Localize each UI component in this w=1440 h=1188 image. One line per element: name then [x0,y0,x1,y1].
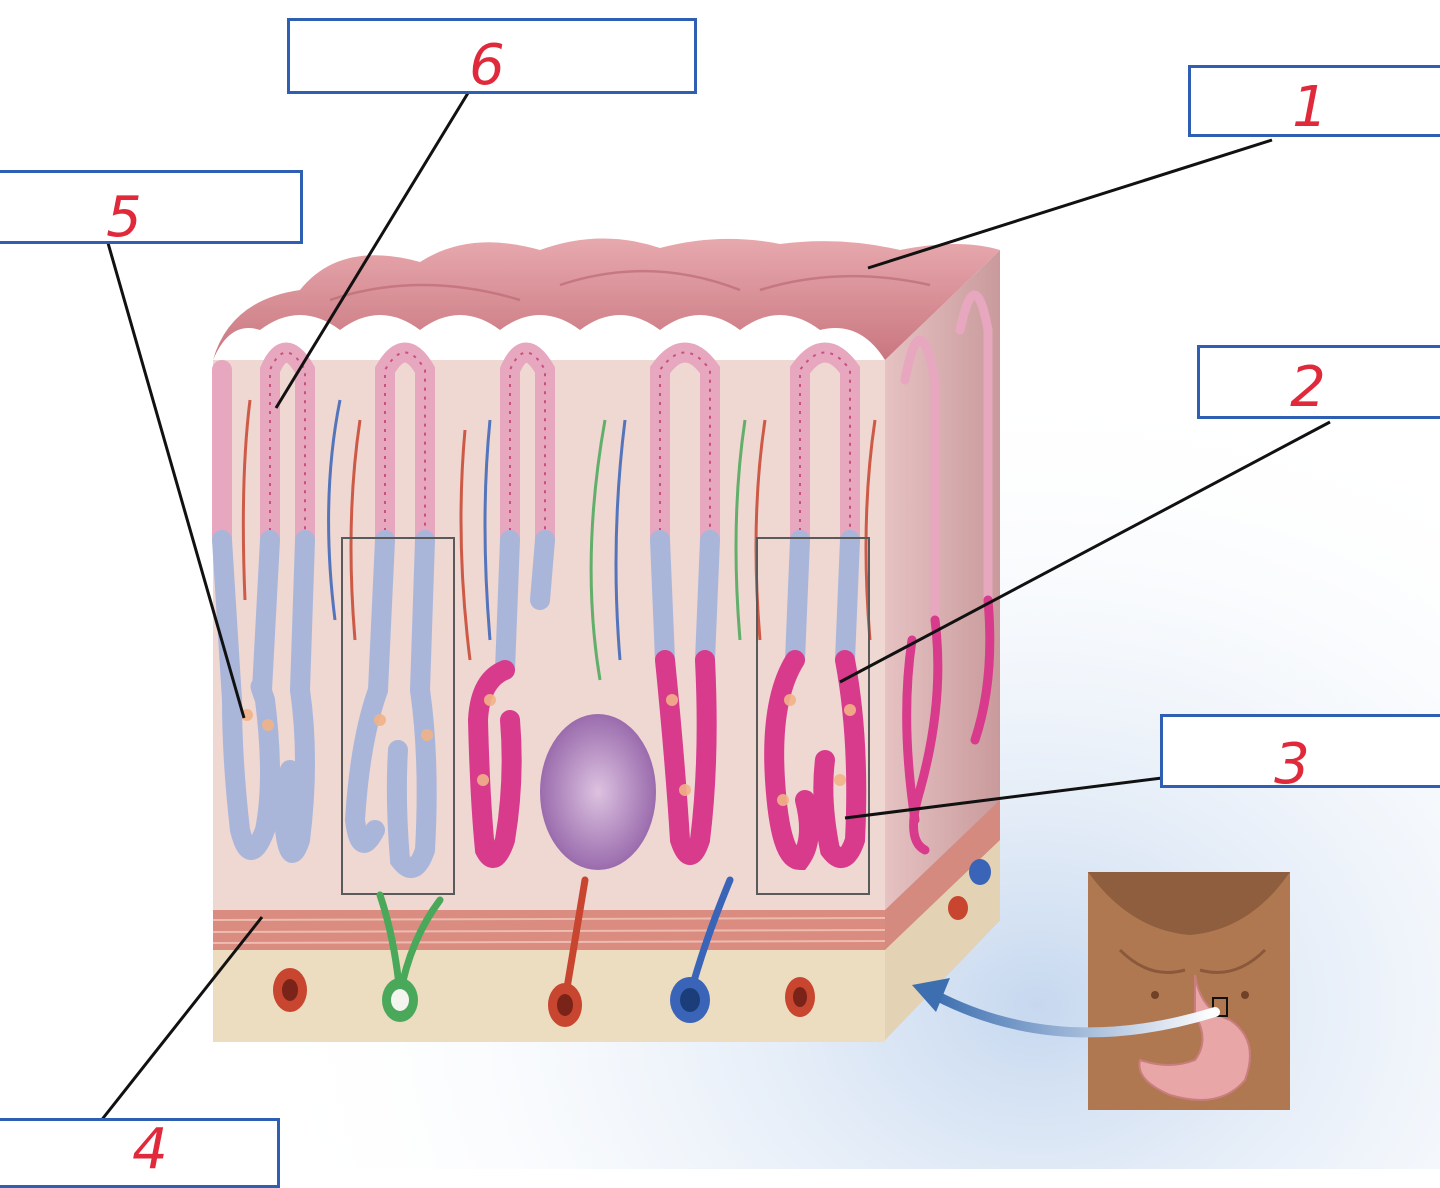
label-number-6: 6 [469,33,505,98]
leader-line-5 [106,242,246,719]
label-box-1[interactable] [1188,65,1440,137]
leader-line-4 [98,916,264,1123]
label-box-5[interactable] [0,170,303,244]
capillaries [241,399,877,681]
label-number-2: 2 [1290,355,1326,420]
side-glands [900,290,995,855]
side-muscularis [885,800,1000,950]
zoom-box-left [341,537,455,895]
gland-bases-magenta [467,650,867,871]
torso-stomach-inset [1088,872,1290,1110]
label-box-3[interactable] [1160,714,1440,788]
submucosa [213,950,885,1042]
side-submucosa [885,840,1000,1040]
label-number-3: 3 [1274,732,1310,797]
label-box-2[interactable] [1197,345,1440,419]
lymphatic-nodule [540,714,656,870]
gland-bases-blue [222,676,437,878]
leader-line-3 [844,776,1163,820]
submucosal-vessels [273,968,815,1027]
leader-line-6 [274,92,470,409]
inset-marker-box [1212,997,1228,1017]
label-number-4: 4 [132,1117,168,1182]
label-box-6[interactable] [287,18,697,94]
leader-lines [98,92,1331,1123]
mucosal-surface [213,238,1000,360]
stomach-icon [1138,974,1251,1101]
side-artery-end [948,896,968,920]
leader-line-2 [839,420,1331,684]
curved-arrow-icon [930,990,1220,1038]
label-number-1: 1 [1292,75,1328,140]
side-vein-end [969,859,991,885]
leader-line-1 [867,138,1273,270]
zoom-box-right [756,537,870,895]
label-number-5: 5 [106,185,142,250]
